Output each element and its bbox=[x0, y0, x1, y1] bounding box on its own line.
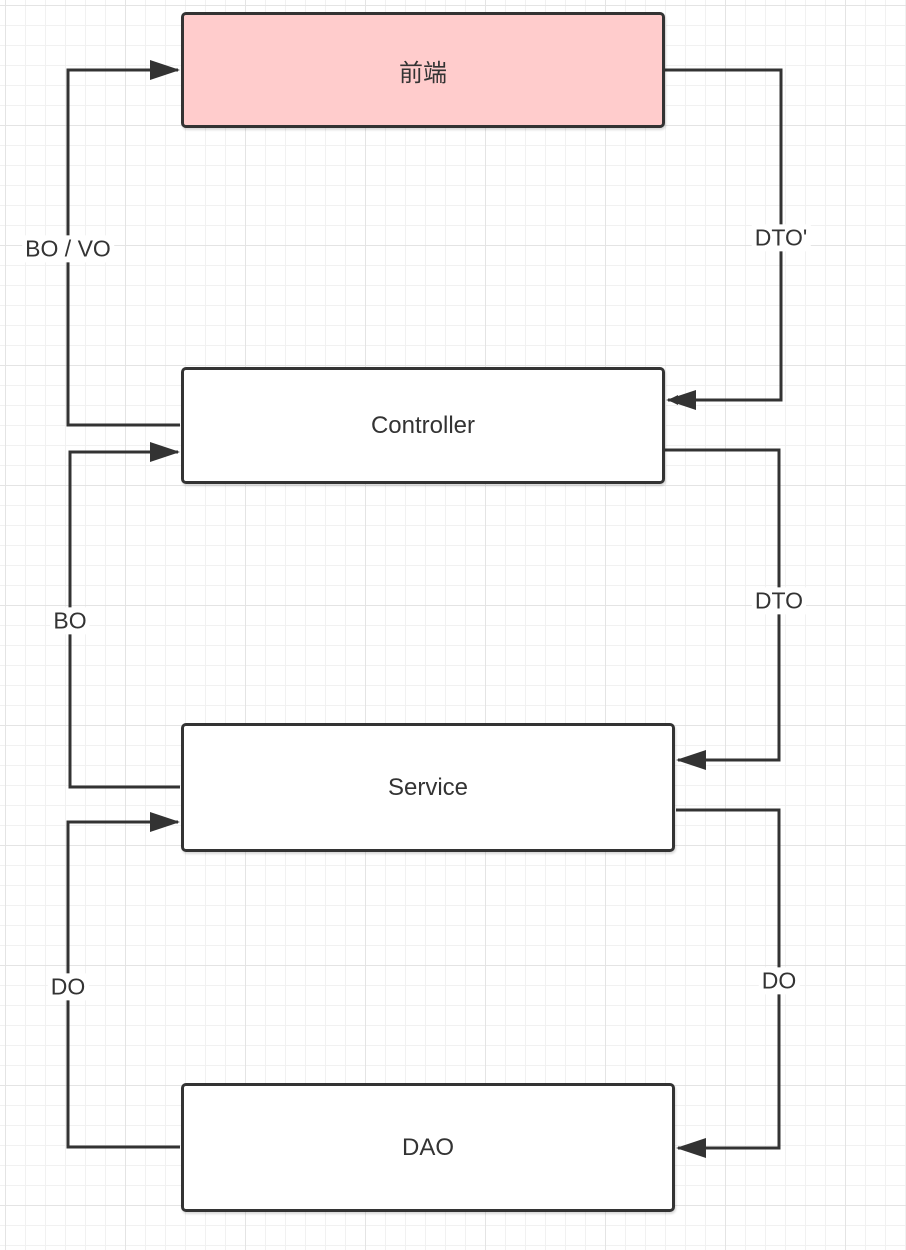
edge-label-do-left: DO bbox=[47, 973, 89, 1001]
arrowhead-into-frontend bbox=[150, 60, 180, 80]
service-node[interactable]: Service bbox=[181, 723, 675, 852]
arrowhead-into-dao bbox=[676, 1138, 706, 1158]
arrowhead-into-service-left bbox=[150, 812, 180, 832]
edge-label-dto: DTO bbox=[751, 587, 807, 615]
dao-node-label: DAO bbox=[401, 1133, 454, 1161]
controller-node-label: Controller bbox=[370, 411, 476, 439]
arrowhead-into-controller-right bbox=[666, 390, 696, 410]
edge-label-do-right: DO bbox=[758, 967, 800, 995]
edge-label-bo: BO bbox=[50, 607, 90, 635]
edge-label-dto-prime: DTO' bbox=[751, 224, 811, 252]
frontend-node-label: 前端 bbox=[399, 59, 447, 87]
frontend-node[interactable]: 前端 bbox=[181, 12, 665, 128]
dao-node[interactable]: DAO bbox=[181, 1083, 675, 1212]
edge-label-bo-vo: BO / VO bbox=[22, 235, 114, 263]
arrowhead-into-service-right bbox=[676, 750, 706, 770]
arrowhead-into-controller-left bbox=[150, 442, 180, 462]
service-node-label: Service bbox=[387, 773, 469, 801]
controller-node[interactable]: Controller bbox=[181, 367, 665, 484]
